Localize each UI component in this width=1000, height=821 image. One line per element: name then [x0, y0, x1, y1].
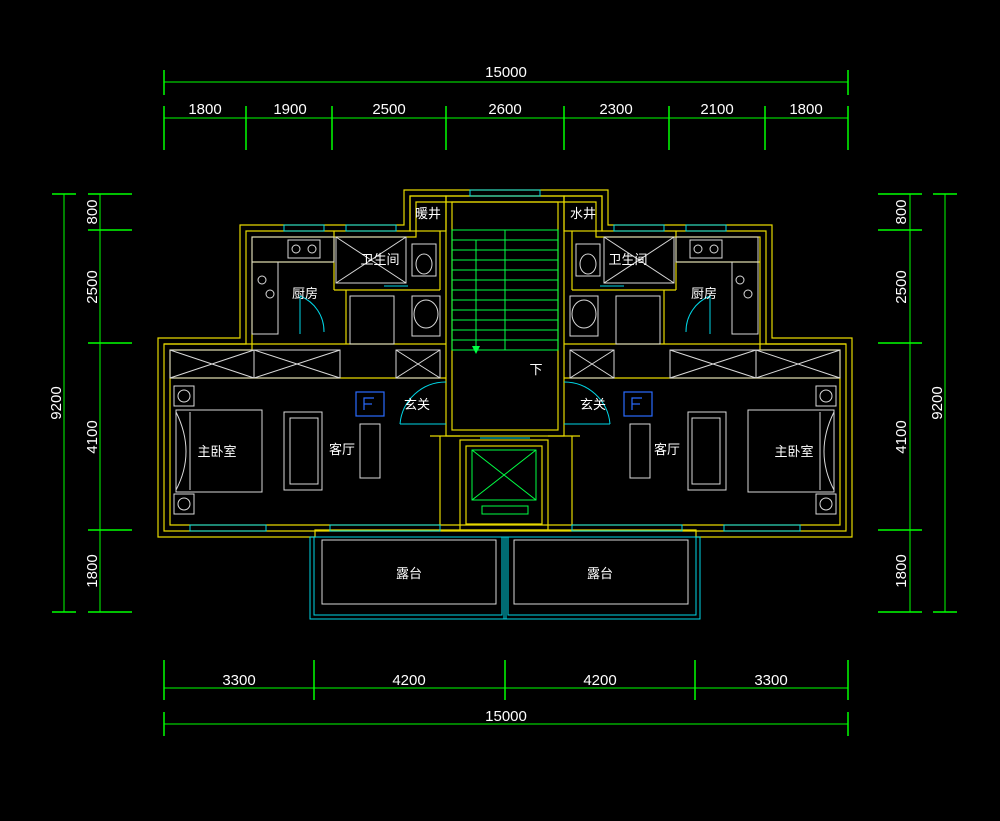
- label-master-left: 主卧室: [197, 444, 236, 460]
- left-dimension-chain: 9200 800 2500 4100 1800: [48, 193, 132, 613]
- terraces: [309, 536, 701, 620]
- label-entry-left: 玄关: [404, 398, 430, 413]
- top-seg-7: 1800: [789, 101, 822, 118]
- label-living-right: 客厅: [654, 442, 680, 458]
- bottom-seg-4: 3300: [754, 672, 787, 689]
- left-seg-4: 1800: [84, 554, 101, 587]
- right-seg-2: 2500: [893, 270, 910, 303]
- label-kitchen-left: 厨房: [292, 286, 318, 302]
- label-bathroom-left: 卫生间: [360, 253, 399, 268]
- left-seg-3: 4100: [84, 420, 101, 453]
- top-seg-4: 2600: [488, 101, 521, 118]
- label-entry-right: 玄关: [580, 398, 606, 413]
- right-total-dim: 9200: [929, 386, 946, 419]
- label-terrace-left: 露台: [396, 567, 422, 582]
- right-seg-3: 4100: [893, 420, 910, 453]
- label-living-left: 客厅: [329, 442, 355, 458]
- bottom-seg-1: 3300: [222, 672, 255, 689]
- label-terrace-right: 露台: [587, 567, 613, 582]
- top-seg-5: 2300: [599, 101, 632, 118]
- top-dimension-chain: 15000 1800 1900 2500 2600 2300 2100 1800: [163, 64, 849, 150]
- top-total-dim: 15000: [485, 64, 527, 81]
- top-seg-3: 2500: [372, 101, 405, 118]
- bottom-dimension-chain: 3300 4200 4200 3300 15000: [163, 660, 849, 736]
- entry-cabinets: [355, 391, 653, 417]
- left-seg-2: 2500: [84, 270, 101, 303]
- top-seg-1: 1800: [188, 101, 221, 118]
- kitchen-fixtures: [251, 236, 759, 335]
- doors: [299, 285, 711, 439]
- bottom-seg-3: 4200: [583, 672, 616, 689]
- windows: [189, 189, 801, 532]
- bottom-total-dim: 15000: [485, 708, 527, 725]
- label-master-right: 主卧室: [774, 444, 813, 460]
- furniture: [173, 385, 837, 515]
- wardrobe-cabinets: [169, 236, 841, 379]
- bathroom-fixtures: [349, 243, 661, 345]
- bottom-seg-2: 4200: [392, 672, 425, 689]
- right-dimension-chain: 800 2500 4100 1800 9200: [878, 193, 957, 613]
- label-stair-down: 下: [529, 363, 542, 378]
- label-heating-shaft: 暖井: [415, 207, 441, 222]
- top-seg-6: 2100: [700, 101, 733, 118]
- label-kitchen-right: 厨房: [691, 286, 717, 302]
- staircase: [451, 229, 559, 354]
- elevator-shaft: [471, 449, 537, 515]
- left-seg-1: 800: [84, 199, 101, 224]
- left-total-dim: 9200: [48, 386, 65, 419]
- label-water-shaft: 水井: [570, 207, 596, 222]
- top-seg-2: 1900: [273, 101, 306, 118]
- right-seg-1: 800: [893, 199, 910, 224]
- label-bathroom-right: 卫生间: [608, 253, 647, 268]
- right-seg-4: 1800: [893, 554, 910, 587]
